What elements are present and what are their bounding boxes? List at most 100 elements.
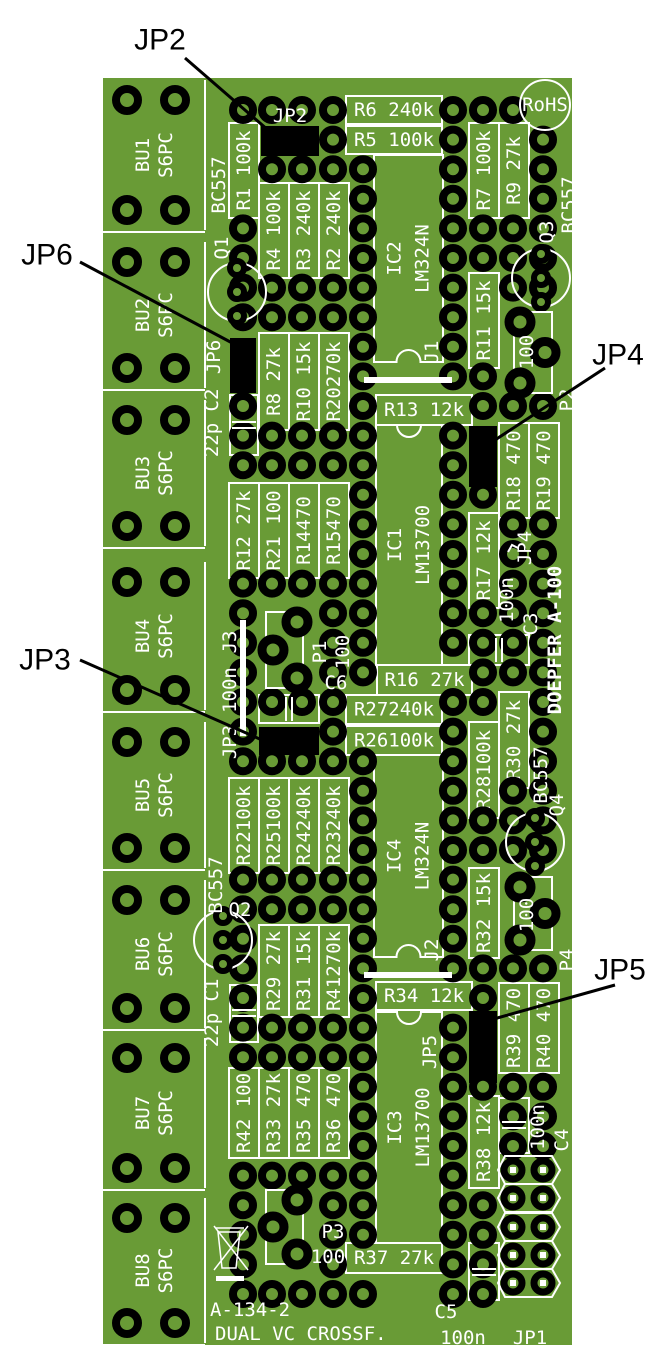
solder-pad <box>288 688 316 716</box>
connector-pad <box>160 247 190 277</box>
solder-pad <box>229 1013 257 1042</box>
header-pin-mark <box>540 1167 546 1173</box>
solder-pad <box>229 1191 257 1220</box>
transistor-pad <box>531 268 551 288</box>
solder-pad <box>349 865 377 894</box>
solder-pad <box>258 1043 286 1072</box>
connector-ref: BU2 <box>132 298 154 332</box>
solder-pad <box>529 155 557 184</box>
connector-pad <box>112 1203 142 1233</box>
solder-pad <box>439 451 467 480</box>
solder-pad <box>439 1102 467 1131</box>
solder-pad <box>288 421 316 450</box>
solder-pad <box>439 806 467 835</box>
ic-ref: IC4 <box>384 839 406 873</box>
solder-pad <box>288 895 316 924</box>
header-pin-mark <box>540 1252 546 1258</box>
transistor-pad <box>213 930 233 950</box>
solder-pad <box>319 1220 347 1249</box>
solder-pad <box>469 480 497 509</box>
solder-pad <box>439 1280 467 1308</box>
resistor-label: R8 27k <box>263 347 285 416</box>
header-pin-mark <box>540 1224 546 1230</box>
solder-pad <box>529 658 557 687</box>
resistor-label: R42 100 <box>233 1073 255 1153</box>
connector-pad <box>112 511 142 541</box>
solder-pad <box>229 1280 257 1308</box>
jumper-label: JP5 <box>419 1035 441 1069</box>
solder-pad <box>439 1250 467 1279</box>
solder-pad <box>349 155 377 184</box>
solder-pad <box>469 1280 497 1308</box>
board-subtitle: DUAL VC CROSSF. <box>215 1323 387 1345</box>
solder-pad <box>349 747 377 776</box>
transistor-pad <box>227 306 247 326</box>
header-pin-mark <box>510 1167 516 1173</box>
connector-pad <box>112 675 142 705</box>
solder-pad <box>349 510 377 539</box>
solder-pad <box>499 1102 527 1131</box>
solder-pad <box>529 569 557 598</box>
resistor-label: R35 470 <box>293 1073 315 1153</box>
solder-pad <box>349 303 377 332</box>
solder-pad <box>349 421 377 450</box>
transistor-pad <box>531 244 551 264</box>
connector-pad <box>112 885 142 915</box>
callout-jp3: JP3 <box>19 644 71 677</box>
trimmer-pad <box>281 1184 313 1216</box>
transistor-pad <box>525 856 545 876</box>
solder-pad <box>349 244 377 272</box>
capacitor-ref: C6 <box>325 672 348 694</box>
resistor-label: R24240k <box>293 785 315 866</box>
solder-pad <box>229 1043 257 1072</box>
solder-pad <box>439 1072 467 1101</box>
connector-ref: BU4 <box>132 619 154 653</box>
solder-pad <box>499 214 527 243</box>
solder-pad <box>229 924 257 953</box>
solder-pad <box>288 155 316 184</box>
resistor-label: R41270k <box>323 930 345 1011</box>
resistor-label: R34 12k <box>384 985 465 1007</box>
trimmer-ref: P2 <box>556 389 578 412</box>
connector-type: S6PC <box>155 931 177 977</box>
trimmer-pad <box>257 634 289 666</box>
solder-pad <box>349 480 377 509</box>
solder-pad <box>499 540 527 568</box>
solder-jumper-block <box>261 126 319 156</box>
solder-pad <box>349 1191 377 1220</box>
callout-jp5: JP5 <box>594 954 646 987</box>
solder-pad <box>529 540 557 568</box>
solder-pad <box>319 688 347 716</box>
solder-pad <box>499 658 527 687</box>
header-pin-mark <box>510 1252 516 1258</box>
callout-line <box>184 56 269 132</box>
trimmer-value: 100 <box>332 635 354 669</box>
solder-pad <box>319 895 347 924</box>
bin-cross <box>213 1225 249 1271</box>
solder-pad <box>258 1280 286 1308</box>
ic-part: LM13700 <box>412 1087 434 1167</box>
transistor-ref: Q4 <box>546 794 568 817</box>
resistor-label: R4 100k <box>263 190 285 271</box>
solder-pad <box>288 569 316 598</box>
connector-pad <box>160 1203 190 1233</box>
solder-pad <box>288 865 316 894</box>
trimmer-pad <box>257 1211 289 1243</box>
solder-pad <box>349 984 377 1012</box>
solder-pad <box>439 480 467 509</box>
solder-pad <box>349 776 377 805</box>
solder-pad <box>258 747 286 776</box>
solder-pad <box>529 954 557 983</box>
ic-ref: IC1 <box>384 528 406 562</box>
transistor-pad <box>213 954 233 974</box>
callout-jp2: JP2 <box>134 24 186 57</box>
solder-pad <box>499 1132 527 1160</box>
solder-pad <box>319 125 347 154</box>
solder-pad <box>499 1072 527 1101</box>
solder-pad <box>469 954 497 983</box>
solder-pad <box>258 273 286 302</box>
solder-pad <box>258 895 286 924</box>
solder-pad <box>288 747 316 776</box>
ic-ref: IC2 <box>384 241 406 275</box>
trimmer-pad <box>529 337 561 368</box>
